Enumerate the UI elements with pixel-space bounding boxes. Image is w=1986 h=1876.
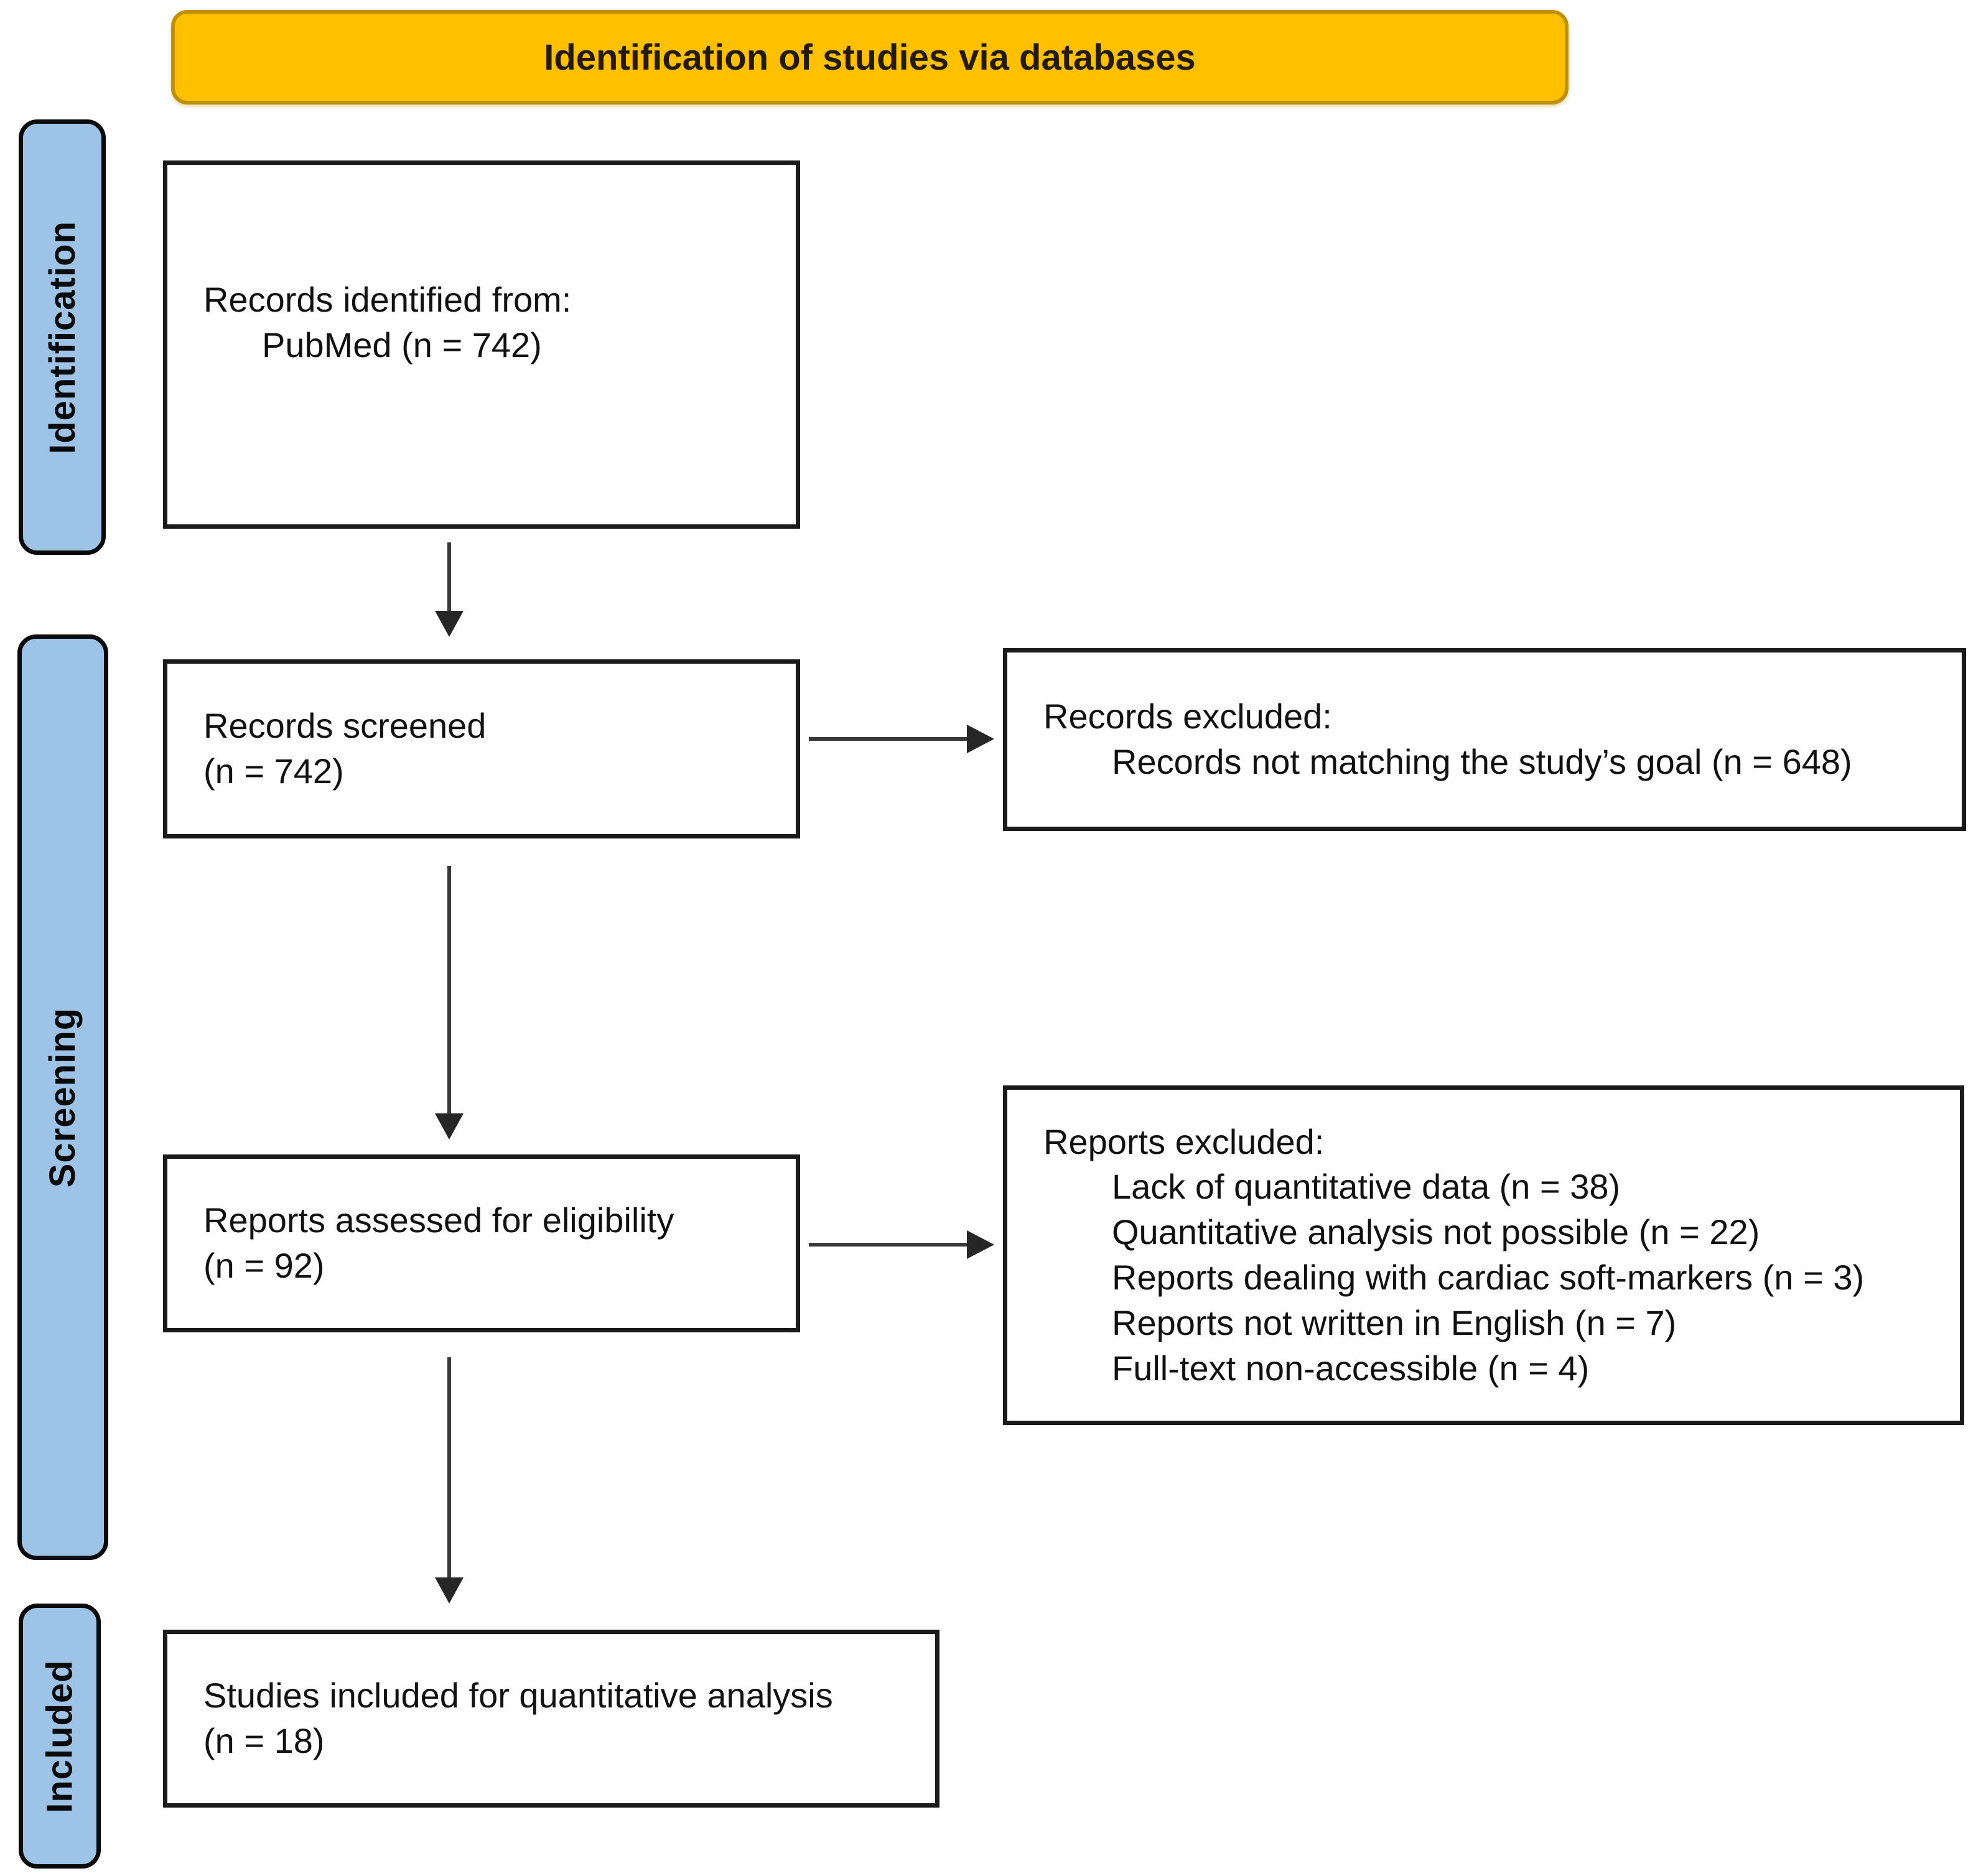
records-screened-line1: Records screened — [203, 706, 487, 746]
studies-included-line1: Studies included for quantitative analys… — [203, 1676, 833, 1716]
stage-label-screening: Screening — [17, 634, 108, 1560]
stage-label-screening-text: Screening — [42, 1007, 83, 1187]
records-excluded-title: Records excluded: — [1043, 697, 1332, 736]
arrow-line — [447, 542, 451, 612]
arrow-head-right-icon — [967, 725, 994, 753]
arrow-line — [447, 1357, 451, 1579]
banner-label: Identification of studies via databases — [544, 37, 1196, 78]
box-studies-included: Studies included for quantitative analys… — [163, 1630, 939, 1808]
box-records-screened: Records screened (n = 742) — [163, 659, 800, 838]
arrow-head-down-icon — [435, 1113, 464, 1140]
reports-assessed-line1: Reports assessed for eligibility — [203, 1200, 674, 1240]
stage-label-identification-text: Identification — [42, 220, 83, 454]
stage-label-included-text: Included — [39, 1659, 80, 1813]
reports-excluded-item-2: Quantitative analysis not possible (n = … — [1112, 1212, 1760, 1252]
box-reports-assessed: Reports assessed for eligibility (n = 92… — [163, 1154, 800, 1332]
arrow-head-down-icon — [435, 611, 464, 637]
reports-assessed-line2: (n = 92) — [203, 1246, 325, 1285]
reports-excluded-title: Reports excluded: — [1043, 1121, 1325, 1161]
stage-label-included: Included — [19, 1604, 101, 1869]
studies-included-line2: (n = 18) — [203, 1721, 325, 1760]
arrow-head-right-icon — [967, 1230, 994, 1259]
reports-excluded-item-3: Reports dealing with cardiac soft-marker… — [1112, 1258, 1865, 1297]
reports-excluded-item-1: Lack of quantitative data (n = 38) — [1112, 1167, 1621, 1207]
reports-excluded-item-4: Reports not written in English (n = 7) — [1112, 1303, 1677, 1342]
records-identified-line1: Records identified from: — [203, 280, 572, 320]
arrow-line — [809, 1243, 968, 1247]
banner-identification-via-databases: Identification of studies via databases — [171, 10, 1569, 104]
arrow-head-down-icon — [435, 1577, 464, 1604]
records-screened-line2: (n = 742) — [203, 751, 344, 791]
box-records-identified: Records identified from: PubMed (n = 742… — [163, 160, 800, 529]
records-identified-line2: PubMed (n = 742) — [262, 325, 542, 365]
reports-excluded-item-5: Full-text non-accessible (n = 4) — [1112, 1348, 1590, 1388]
arrow-line — [809, 737, 968, 741]
box-reports-excluded: Reports excluded: Lack of quantitative d… — [1003, 1085, 1964, 1425]
stage-label-identification: Identification — [19, 119, 106, 555]
records-excluded-item: Records not matching the study’s goal (n… — [1112, 742, 1852, 781]
arrow-line — [447, 866, 451, 1115]
box-records-excluded: Records excluded: Records not matching t… — [1003, 648, 1966, 831]
